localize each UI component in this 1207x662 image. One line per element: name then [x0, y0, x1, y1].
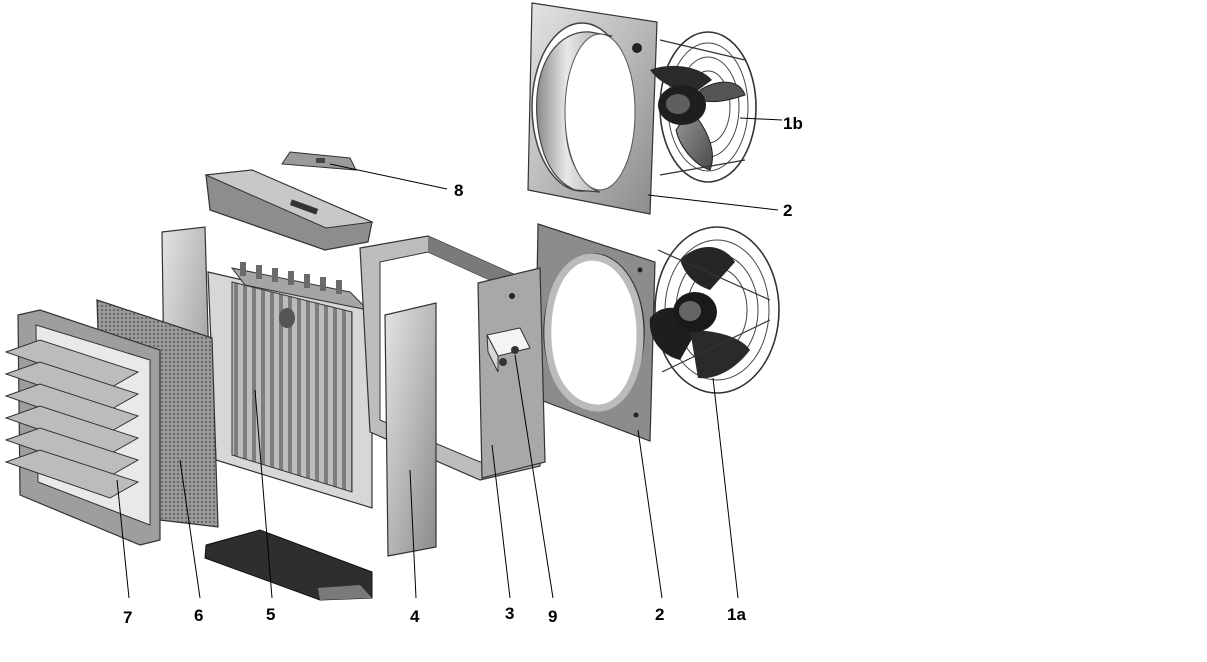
leader-3 [491, 444, 511, 599]
leader-5 [254, 389, 273, 599]
leader-8 [329, 163, 448, 190]
fan-mounting-plate-top [527, 2, 658, 215]
leader-lines [116, 117, 783, 599]
leader-6 [179, 459, 201, 599]
junction-box-9 [486, 327, 531, 373]
callout-1a: 1a [727, 605, 746, 624]
leader-2-bottom [637, 429, 663, 599]
callout-9: 9 [548, 607, 557, 626]
leader-2-top [647, 194, 779, 211]
callout-7: 7 [123, 608, 132, 627]
fan-mounting-plate-bottom [534, 223, 656, 442]
bottom-channel-panel [204, 529, 373, 601]
callout-5: 5 [266, 605, 275, 624]
top-channel-panel [204, 169, 374, 251]
front-panel-3 [477, 267, 546, 479]
callout-2-bottom: 2 [655, 605, 664, 624]
callout-8: 8 [454, 181, 463, 200]
callout-2-top: 2 [783, 201, 792, 220]
leader-1a [712, 377, 739, 599]
heater-coil-5 [207, 262, 373, 509]
leader-7 [116, 479, 130, 599]
callout-3: 3 [505, 604, 514, 623]
louvre-grille-7 [4, 309, 161, 546]
leader-9 [514, 354, 554, 599]
callout-6: 6 [194, 606, 203, 625]
callout-4: 4 [410, 607, 420, 626]
leader-1b [739, 117, 783, 121]
side-panel-4 [384, 302, 437, 557]
callout-1b: 1b [783, 114, 803, 133]
axial-fan-1a [649, 226, 780, 394]
leader-4 [409, 469, 417, 599]
axial-fan-1b [650, 31, 757, 183]
